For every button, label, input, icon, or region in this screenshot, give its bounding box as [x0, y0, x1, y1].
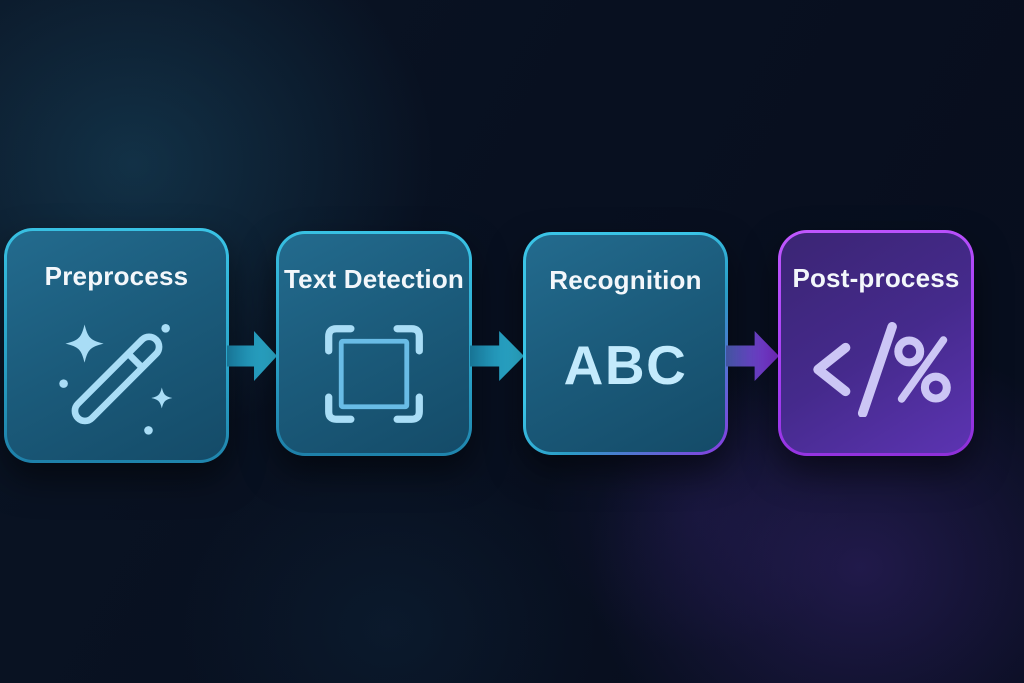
- abc-text-glyph: ABC: [563, 334, 688, 397]
- step-card-recognition-body: Recognition ABC: [526, 235, 725, 452]
- step-card-preprocess: Preprocess: [4, 228, 229, 463]
- bounding-box-icon: [325, 325, 423, 423]
- step-card-text-detection-body: Text Detection: [279, 234, 469, 453]
- flow-arrow-3: [726, 331, 779, 381]
- step-title-recognition: Recognition: [549, 265, 702, 295]
- step-card-post-process: Post-process: [778, 230, 974, 456]
- flow-arrow-2: [470, 331, 524, 381]
- step-title-text-detection: Text Detection: [283, 264, 464, 294]
- step-card-preprocess-body: Preprocess: [7, 231, 226, 460]
- flow-arrow-1: [227, 331, 277, 381]
- step-card-text-detection: Text Detection: [276, 231, 472, 456]
- code-percent-icon: [813, 321, 951, 417]
- step-title-post-process: Post-process: [792, 263, 960, 293]
- step-card-recognition: Recognition ABC: [523, 232, 728, 455]
- step-card-post-process-body: Post-process: [781, 233, 971, 453]
- step-title-preprocess: Preprocess: [44, 261, 189, 291]
- magic-wand-icon: [58, 323, 172, 435]
